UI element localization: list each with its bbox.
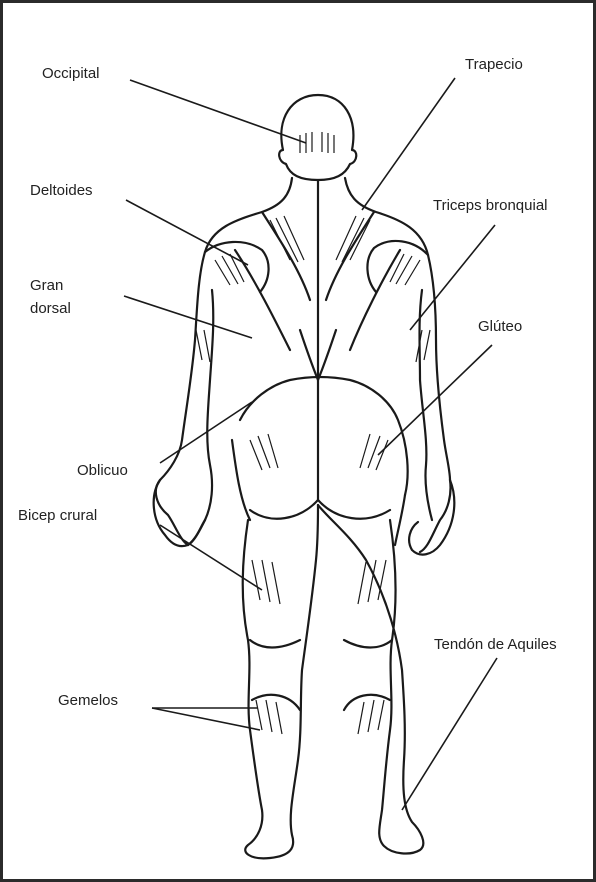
leader-gluteo xyxy=(378,345,492,455)
label-gluteo: Glúteo xyxy=(478,317,522,336)
left-knee xyxy=(250,640,300,710)
leader-occipital xyxy=(130,80,306,143)
label-gran-dorsal-line1: Gran xyxy=(30,276,63,295)
body-outline xyxy=(156,178,451,552)
label-bicep-crural: Bicep crural xyxy=(18,506,97,525)
leader-gran-dorsal xyxy=(124,296,252,338)
leader-tendon xyxy=(402,658,497,810)
leader-trapecio xyxy=(362,78,455,210)
label-deltoides: Deltoides xyxy=(30,181,93,200)
leader-gemelos-b xyxy=(152,708,260,730)
label-occipital: Occipital xyxy=(42,64,100,83)
label-gemelos: Gemelos xyxy=(58,691,118,710)
left-leg xyxy=(243,505,318,858)
label-trapecio: Trapecio xyxy=(465,55,523,74)
torso-lower xyxy=(240,377,408,495)
leader-oblicuo xyxy=(160,402,252,463)
leader-deltoides xyxy=(126,200,248,265)
label-gran-dorsal-line2: dorsal xyxy=(30,299,71,318)
gluteals xyxy=(250,500,390,519)
label-triceps-bronquial: Triceps bronquial xyxy=(433,196,548,215)
label-tendon-de-aquiles: Tendón de Aquiles xyxy=(434,635,557,654)
label-oblicuo: Oblicuo xyxy=(77,461,128,480)
right-knee xyxy=(344,640,392,710)
left-arm-inner xyxy=(188,290,213,545)
leader-lines xyxy=(124,78,497,810)
